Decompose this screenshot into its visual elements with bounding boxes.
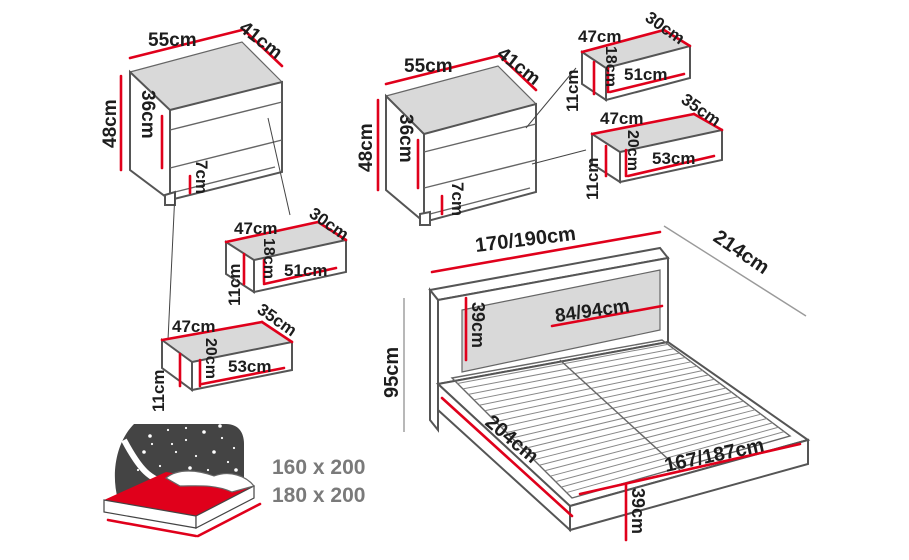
star <box>218 424 222 428</box>
nightstand-right-width-line <box>384 54 500 86</box>
nightstand-left-height-label: 48cm <box>100 99 121 148</box>
star <box>174 450 178 454</box>
bed-slat <box>544 413 762 472</box>
bed-frame-width-line <box>578 442 802 496</box>
bed-frame-length-line <box>440 396 574 518</box>
nightstand-left-top-drawer: 47cm 30cm 18cm 51cm 11cm <box>224 204 352 306</box>
bed-slat <box>522 396 738 450</box>
nightstand-right-top-drawer-inner-height-label: 18cm <box>602 46 619 87</box>
bed: 170/190cm 214cm 95cm 39cm 84/94cm 204cm … <box>381 223 811 542</box>
nightstand-right-top-drawer-inner-width-label: 51cm <box>624 65 667 84</box>
nightstand-right-bottom-drawer: 47cm 35cm 20cm 53cm 11cm <box>583 90 724 200</box>
nightstand-right: 55cm 41cm 48cm 36cm 7cm <box>356 43 587 226</box>
star <box>188 466 192 470</box>
bed-total-width-label: 170/190cm <box>474 223 577 257</box>
nightstand-right-width-label: 55cm <box>404 56 453 77</box>
nightstand-left-top-drawer-outer-height-label: 11cm <box>225 263 244 306</box>
star <box>226 460 230 464</box>
bed-slat <box>539 409 756 466</box>
bed-slat <box>517 391 732 444</box>
nightstand-right-bottom-drawer-inner-width-label: 53cm <box>652 149 695 168</box>
nightstand-left-bottom-drawer-outer-height-label: 11cm <box>149 369 168 412</box>
nightstand-right-height-label: 48cm <box>356 123 377 172</box>
nightstand-left-bottom-drawer: 47cm 35cm 20cm 53cm 11cm <box>149 300 300 412</box>
bed-height-label: 95cm <box>381 347 403 398</box>
star <box>232 446 236 450</box>
nightstand-right-top-drawer: 47cm 30cm 18cm 51cm 11cm <box>563 8 692 112</box>
star <box>150 442 154 446</box>
nightstand-left-width-label: 55cm <box>148 30 197 51</box>
star <box>148 434 152 438</box>
nightstand-right-top-drawer-width-label: 47cm <box>578 27 621 46</box>
star <box>136 468 140 472</box>
nightstand-left-depth-line <box>242 28 284 68</box>
star <box>158 464 162 468</box>
mattress-size-1: 160 x 200 <box>272 456 365 479</box>
nightstand-right-bottom-drawer-inner-height-label: 20cm <box>624 130 641 171</box>
nightstand-left-top-drawer-inner-height-label: 18cm <box>260 238 277 279</box>
bed-slat <box>528 400 744 455</box>
nightstand-right-body-label: 36cm <box>395 114 416 163</box>
bed-slat <box>560 426 779 488</box>
bed-slat <box>457 343 668 384</box>
nightstand-right-depth-line <box>498 54 538 92</box>
nightstand-left-top-drawer-inner-width-label: 51cm <box>284 261 327 280</box>
bed-slat <box>555 422 773 483</box>
nightstand-right-bottom-drawer-width-label: 47cm <box>600 109 643 128</box>
star <box>194 454 198 458</box>
bed-total-length-label: 214cm <box>709 226 773 279</box>
bed-slat <box>566 431 785 494</box>
mattress-size-2: 180 x 200 <box>272 484 365 507</box>
star <box>170 442 174 446</box>
bed-total-length-line <box>663 225 807 317</box>
star <box>202 430 206 434</box>
nightstand-left-width-line <box>128 28 244 60</box>
bed-total-width-line <box>430 230 662 274</box>
bed-slat <box>533 404 750 461</box>
mattress-width-arrow <box>106 518 198 538</box>
bed-slat <box>462 348 674 390</box>
star <box>220 436 224 440</box>
star <box>184 438 188 442</box>
star <box>206 468 210 472</box>
bed-slat <box>511 387 727 439</box>
star <box>212 450 216 454</box>
star <box>166 428 170 432</box>
star <box>142 450 146 454</box>
bed-frame-height-label: 39cm <box>628 488 648 534</box>
nightstand-left-leg-label: 7cm <box>192 160 211 194</box>
bed-headboard-height-label: 39cm <box>468 302 488 348</box>
nightstand-right-bottom-drawer-outer-height-label: 11cm <box>583 157 602 200</box>
nightstand-left-body-label: 36cm <box>137 90 158 139</box>
nightstand-left-bottom-drawer-inner-height-label: 20cm <box>202 338 219 379</box>
nightstand-right-leg-label: 7cm <box>448 182 467 216</box>
nightstand-left-bottom-drawer-width-label: 47cm <box>172 317 215 336</box>
bed-slat <box>550 418 767 477</box>
star <box>234 468 238 472</box>
nightstand-left-top-drawer-width-label: 47cm <box>234 219 277 238</box>
nightstand-left-bottom-drawer-inner-width-label: 53cm <box>228 357 271 376</box>
nightstand-right-top-drawer-outer-height-label: 11cm <box>563 69 582 112</box>
bed-panel-width-line <box>550 304 664 328</box>
stars-icon <box>136 424 238 472</box>
bed-slat <box>468 352 680 395</box>
star <box>184 426 188 430</box>
nightstand-left: 55cm 41cm 48cm 36cm 7cm <box>100 17 291 341</box>
night-sky-bed-icon <box>103 424 262 538</box>
